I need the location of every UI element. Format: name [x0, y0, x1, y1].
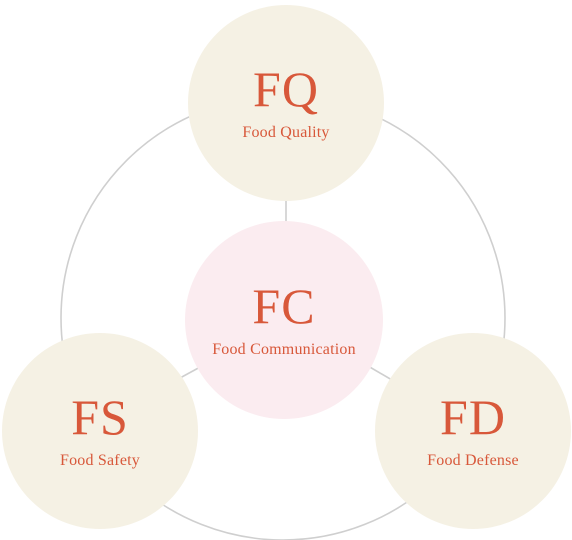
node-label: Food Safety — [60, 452, 140, 469]
node-abbreviation: FC — [252, 278, 316, 334]
spoke-right — [367, 365, 393, 381]
node-abbreviation: FD — [440, 389, 506, 445]
node-food-safety: FS Food Safety — [2, 333, 198, 529]
node-label: Food Communication — [212, 341, 356, 358]
node-food-defense: FD Food Defense — [375, 333, 571, 529]
node-food-quality: FQ Food Quality — [188, 5, 384, 201]
node-label: Food Defense — [427, 452, 519, 469]
node-label: Food Quality — [242, 124, 330, 141]
node-abbreviation: FS — [71, 389, 129, 445]
node-abbreviation: FQ — [253, 61, 319, 117]
node-food-communication: FC Food Communication — [185, 221, 383, 419]
